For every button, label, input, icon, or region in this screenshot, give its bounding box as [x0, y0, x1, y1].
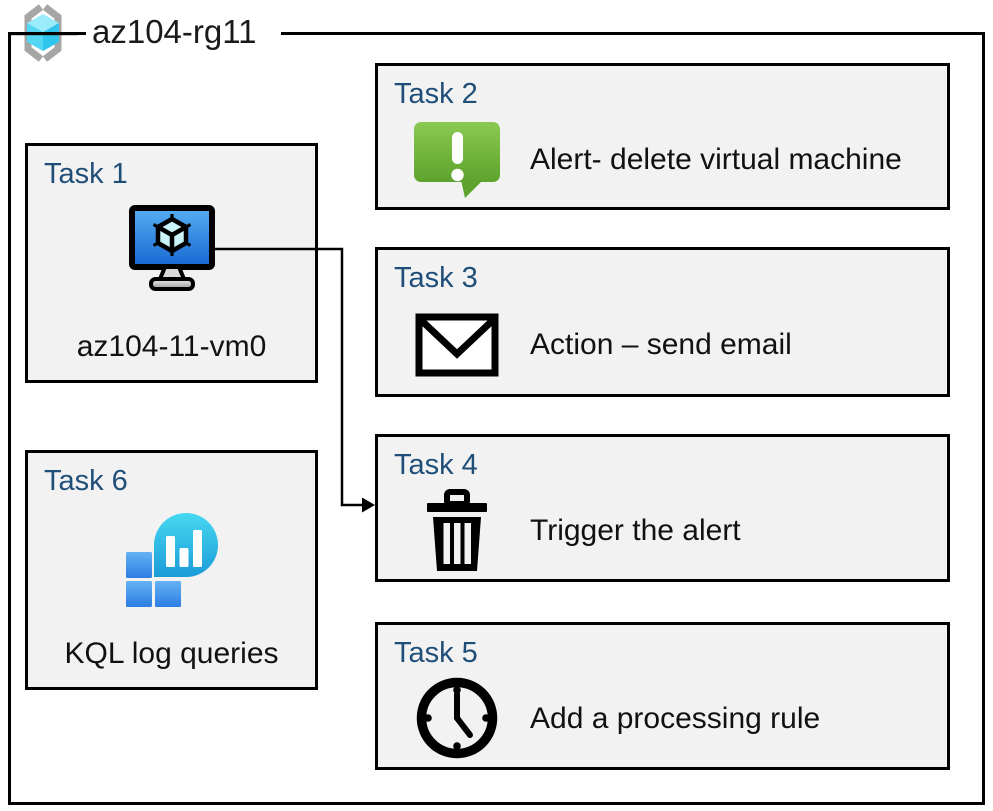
clock-icon — [410, 675, 504, 763]
email-icon — [410, 313, 504, 377]
task6-heading: Task 6 — [44, 465, 128, 497]
task6-label: KQL log queries — [64, 637, 279, 670]
resource-group-icon — [8, 4, 78, 62]
trash-icon — [410, 489, 504, 573]
task3-label: Action – send email — [530, 328, 792, 361]
task4-label: Trigger the alert — [530, 514, 741, 547]
task5-box: Task 5 Add a processing rule — [375, 622, 950, 770]
log-analytics-icon — [124, 511, 220, 612]
task2-box: Task 2 Alert- delete virtual machine — [375, 63, 950, 210]
task3-heading: Task 3 — [394, 262, 478, 294]
task2-label: Alert- delete virtual machine — [530, 142, 902, 176]
task1-box: Task 1 az104-11-vm0 — [25, 143, 318, 383]
task5-label: Add a processing rule — [530, 702, 821, 735]
task1-heading: Task 1 — [44, 158, 128, 190]
task5-heading: Task 5 — [394, 637, 478, 669]
task1-label: az104-11-vm0 — [76, 330, 267, 363]
task2-heading: Task 2 — [394, 78, 478, 110]
task6-box: Task 6 KQL log querie — [25, 450, 318, 690]
alert-icon — [410, 119, 504, 201]
task4-heading: Task 4 — [394, 449, 478, 481]
task4-box: Task 4 Trigger the alert — [375, 434, 950, 582]
virtual-machine-icon — [128, 204, 216, 301]
task3-box: Task 3 Action – send email — [375, 247, 950, 397]
resource-group-title: az104-rg11 — [86, 9, 281, 55]
